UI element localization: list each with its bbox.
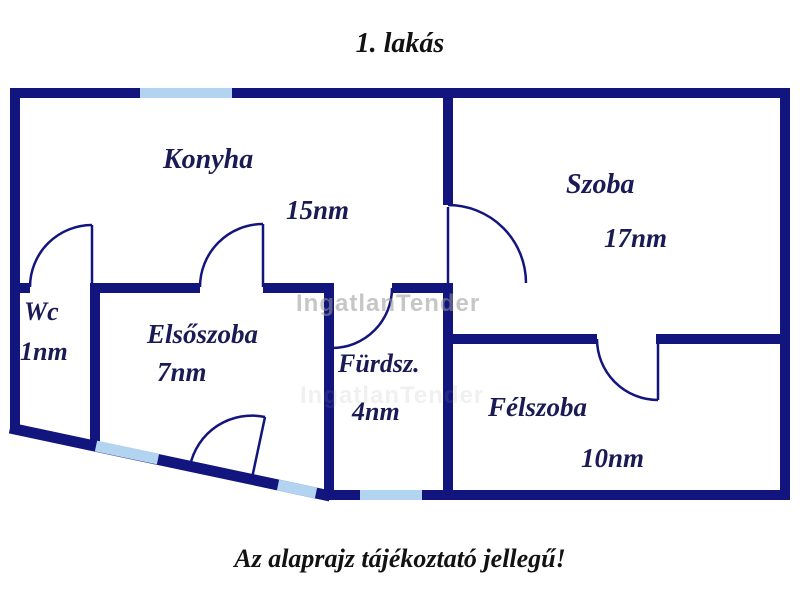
wall-segment — [92, 283, 200, 293]
room-label-elsoszoba: Elsőszoba — [147, 319, 259, 349]
door-leaf — [250, 416, 267, 479]
disclaimer-note: Az alaprajz tájékoztató jellegű! — [234, 544, 566, 573]
room-area-szoba: 17nm — [604, 223, 668, 253]
wall-segment — [443, 334, 597, 344]
room-label-felszoba: Félszoba — [488, 392, 588, 422]
room-area-konyha: 15nm — [286, 195, 350, 225]
room-area-wc: 1nm — [20, 337, 68, 366]
door-arc — [28, 223, 93, 288]
wall-segment — [392, 283, 453, 293]
door-arc — [198, 222, 264, 288]
wall-segment — [10, 88, 20, 433]
wall-segment — [324, 490, 790, 500]
watermark-faint: IngatlanTender — [300, 382, 485, 409]
door-arc — [331, 287, 394, 350]
window-segment — [94, 440, 160, 465]
doors — [28, 203, 660, 479]
room-label-konyha: Konyha — [163, 144, 254, 175]
wall-segment — [656, 334, 790, 344]
wall-segment — [10, 88, 790, 98]
wall-segment-diagonal — [8, 422, 332, 502]
window-segment — [360, 490, 422, 500]
window-segment — [276, 479, 318, 499]
wall-segment — [10, 283, 30, 293]
wall-segment — [90, 283, 100, 450]
room-label-wc: Wc — [24, 297, 59, 326]
wall-segment — [324, 283, 334, 495]
wall-segment — [263, 283, 332, 293]
door-arc — [188, 414, 266, 467]
windows — [94, 88, 422, 500]
wall-segment — [443, 88, 453, 205]
page-title: 1. lakás — [355, 28, 445, 59]
window-segment — [140, 88, 232, 98]
room-area-elsoszoba: 7nm — [157, 357, 207, 387]
room-area-furdoszoba: 4nm — [352, 397, 400, 426]
walls — [10, 88, 790, 500]
wall-segment — [780, 88, 790, 500]
wall-segment — [443, 283, 453, 500]
room-label-szoba: Szoba — [566, 169, 635, 200]
door-arc — [447, 203, 528, 284]
room-area-felszoba: 10nm — [581, 443, 645, 473]
room-label-furdoszoba: Fürdsz. — [338, 349, 420, 378]
door-arc — [595, 338, 659, 402]
watermark: IngatlanTender — [296, 290, 481, 317]
